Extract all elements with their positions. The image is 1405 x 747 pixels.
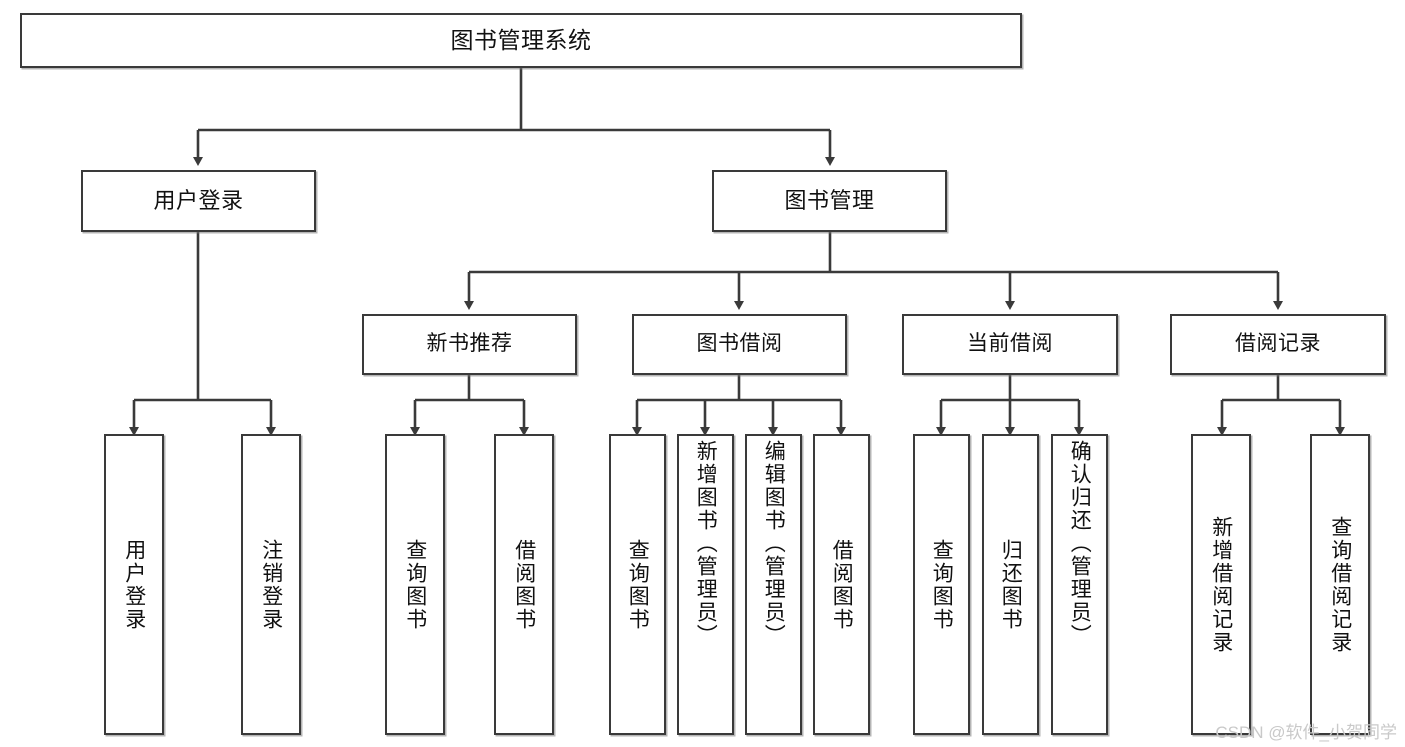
node-borrow-records[interactable]: 借阅记录 [1170,314,1386,375]
node-label: 新增借阅记录 [1209,515,1233,654]
node-label: 图书管理系统 [450,27,592,54]
node-book-management[interactable]: 图书管理 [712,170,947,232]
node-label: 注销登录 [259,538,283,631]
node-book-borrow[interactable]: 图书借阅 [632,314,847,375]
leaf-borrow-add-book-admin[interactable]: 新增图书（管理员） [677,434,734,735]
leaf-records-add-record[interactable]: 新增借阅记录 [1191,434,1251,735]
node-label: 借阅图书 [830,538,854,631]
node-label: 图书管理 [784,188,875,214]
leaf-user-login-logout[interactable]: 注销登录 [241,434,301,735]
node-label: 图书借阅 [696,332,783,356]
node-user-login[interactable]: 用户登录 [81,170,316,232]
leaf-records-query-record[interactable]: 查询借阅记录 [1310,434,1370,735]
leaf-user-login-login[interactable]: 用户登录 [104,434,164,735]
node-label: 编辑图书（管理员） [762,440,786,647]
leaf-new-book-query-books[interactable]: 查询图书 [385,434,445,735]
leaf-borrow-query-books[interactable]: 查询图书 [609,434,666,735]
node-label: 借阅图书 [512,538,536,631]
leaf-current-query-books[interactable]: 查询图书 [913,434,970,735]
node-label: 查询图书 [403,538,427,631]
leaf-current-confirm-return-admin[interactable]: 确认归还（管理员） [1051,434,1108,735]
node-root-book-management-system[interactable]: 图书管理系统 [20,13,1022,68]
node-label: 查询图书 [626,538,650,631]
leaf-current-return-books[interactable]: 归还图书 [982,434,1039,735]
leaf-borrow-edit-book-admin[interactable]: 编辑图书（管理员） [745,434,802,735]
node-label: 归还图书 [999,538,1023,631]
node-label: 借阅记录 [1235,332,1321,356]
csdn-watermark: CSDN @软件_小贺同学 [1215,723,1397,742]
node-label: 确认归还（管理员） [1068,440,1092,647]
node-label: 查询图书 [930,538,954,631]
node-label: 查询借阅记录 [1328,515,1352,654]
leaf-borrow-borrow-books[interactable]: 借阅图书 [813,434,870,735]
node-label: 新增图书（管理员） [694,440,718,647]
node-label: 用户登录 [122,538,146,631]
leaf-new-book-borrow-books[interactable]: 借阅图书 [494,434,554,735]
node-label: 新书推荐 [426,332,513,356]
node-label: 用户登录 [153,188,244,214]
node-label: 当前借阅 [967,332,1053,356]
node-new-book-recommendation[interactable]: 新书推荐 [362,314,577,375]
node-current-borrow[interactable]: 当前借阅 [902,314,1118,375]
